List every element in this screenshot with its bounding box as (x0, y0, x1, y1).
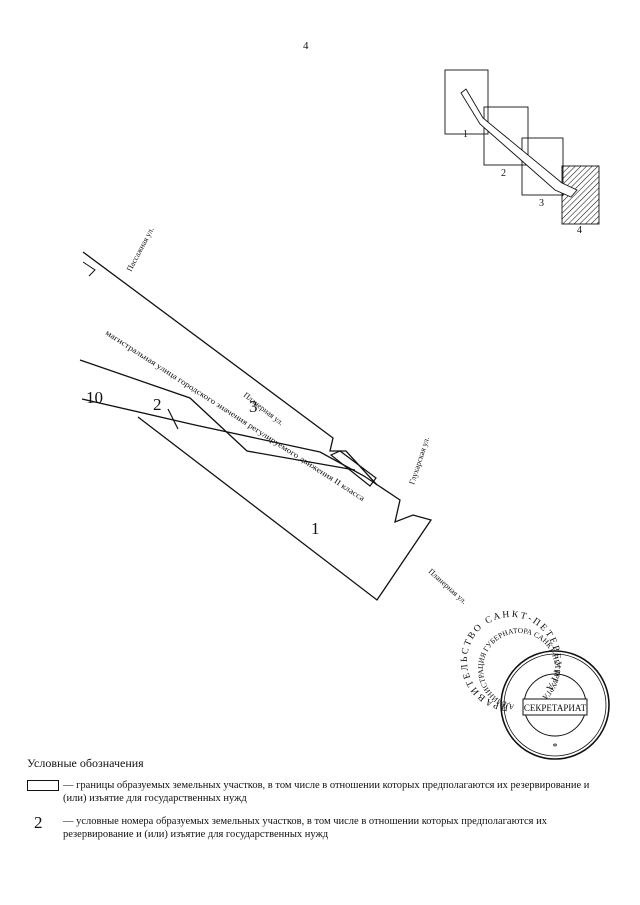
parcel-3-boundary (82, 251, 378, 486)
legend-title: Условные обозначения (27, 756, 144, 770)
seal-star: * (553, 742, 558, 753)
key-map: 1 2 3 4 (444, 69, 600, 236)
legend-boundary-symbol (27, 780, 59, 791)
street-label-planernaya-right: Планерная ул. (427, 567, 469, 606)
government-seal: ПРАВИТЕЛЬСТВО САНКТ-ПЕТЕРБУРГА АДМИНИСТР… (460, 610, 610, 760)
parcel-label-10: 10 (86, 388, 103, 407)
parcel-1-boundary (81, 398, 433, 601)
key-map-territory (460, 88, 578, 198)
key-tile-1-label: 1 (463, 129, 468, 140)
street-label-glukharskaya: Глухарская ул. (407, 436, 431, 486)
key-tile-1 (444, 69, 489, 135)
legend-item-number: 2 — условные номера образуемых земельных… (27, 813, 597, 841)
legend-item-boundary: — границы образуемых земельных участков,… (27, 779, 597, 805)
parcel-2-leader-line (167, 408, 179, 430)
street-label-magistral: магистральная улица городского значения … (104, 328, 367, 503)
legend-number-symbol: 2 (34, 813, 43, 832)
page-number: 4 (303, 40, 309, 52)
legend-number-text: — условные номера образуемых земельных у… (63, 816, 547, 840)
legend: Условные обозначения — границы образуемы… (27, 757, 597, 851)
parcel-2-boundary (79, 359, 356, 471)
small-parcel (329, 450, 377, 487)
seal-center-text: СЕКРЕТАРИАТ (524, 703, 587, 713)
key-tile-3-label: 3 (539, 198, 544, 209)
key-tile-4-label: 4 (577, 225, 582, 236)
parcel-label-3: 3 (249, 397, 258, 416)
street-edge-tick (82, 261, 96, 277)
legend-boundary-text: — границы образуемых земельных участков,… (63, 780, 590, 804)
main-plan (79, 251, 433, 601)
parcel-label-1: 1 (311, 519, 320, 538)
street-label-passazhnaya: Пассажная ул. (125, 226, 156, 273)
key-tile-2 (483, 106, 529, 166)
key-tile-2-label: 2 (501, 168, 506, 179)
parcel-label-2: 2 (153, 395, 162, 414)
